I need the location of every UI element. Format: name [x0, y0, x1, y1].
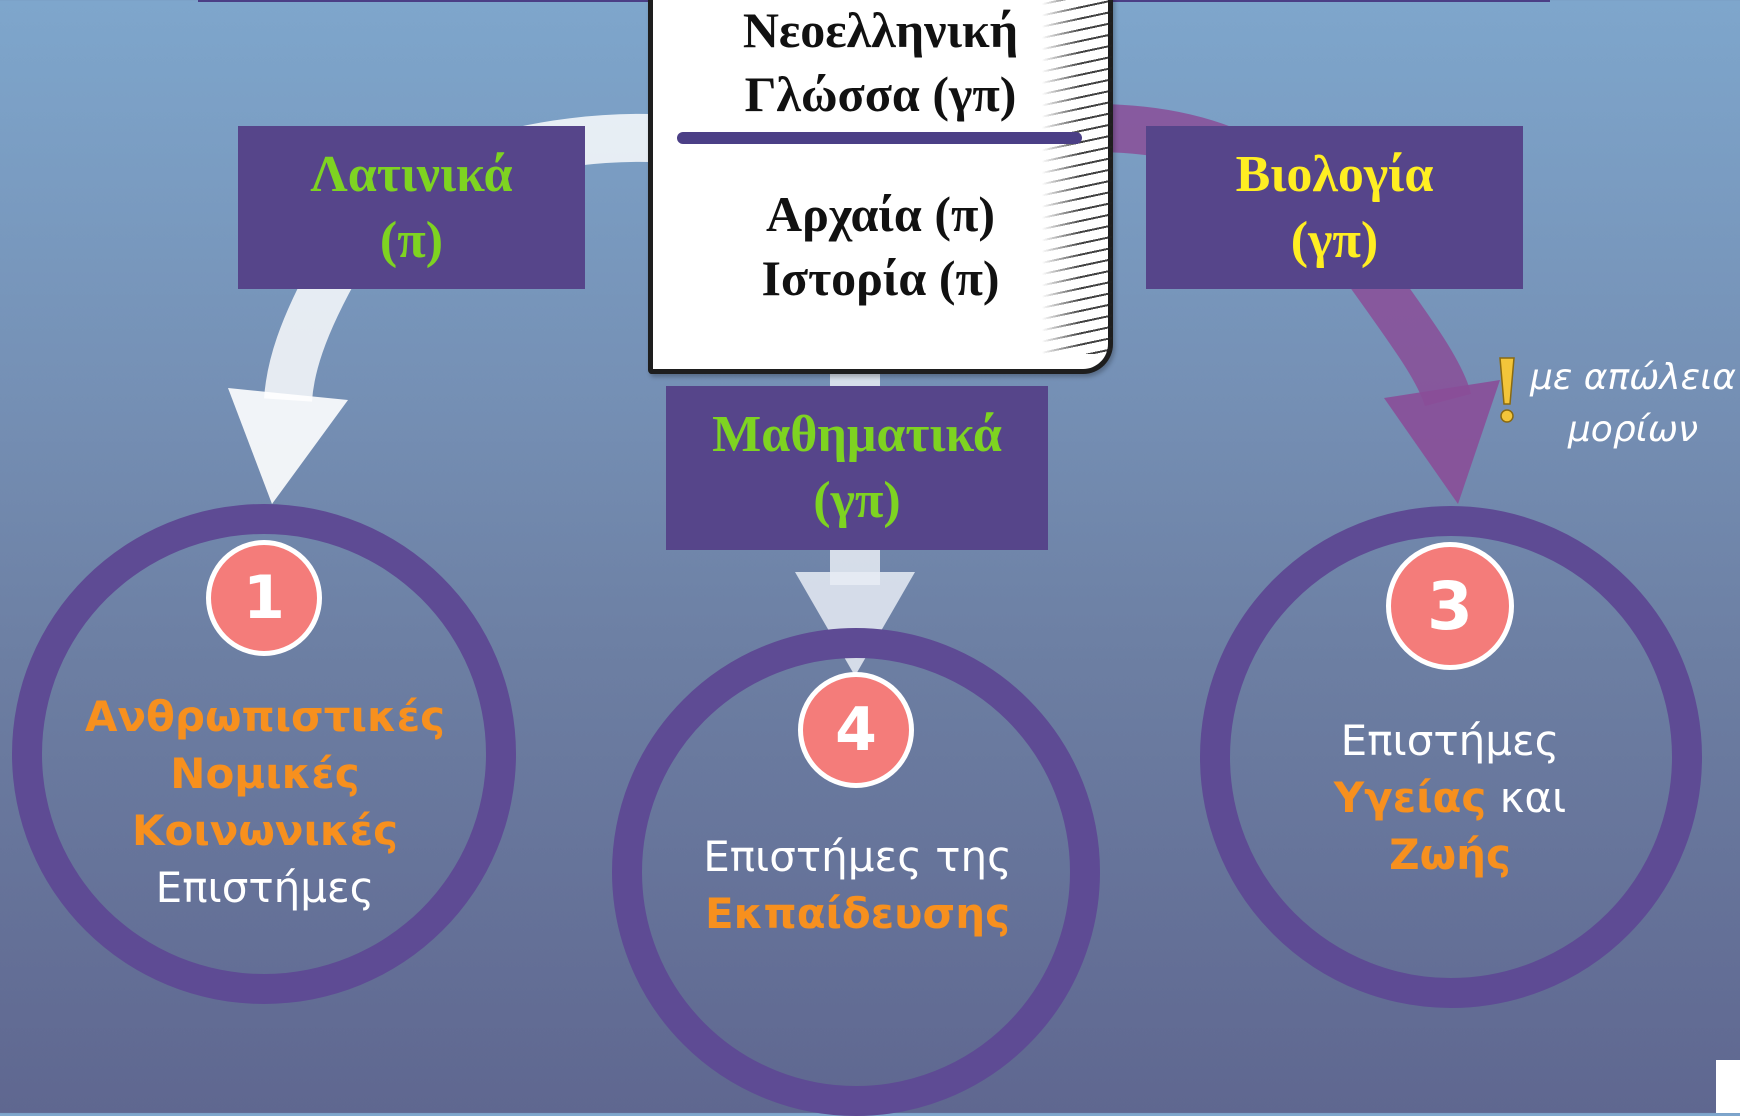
field-3-text: Επιστήμες Υγείας και Ζωής: [1250, 712, 1650, 883]
biology-label-line: (γπ): [1290, 211, 1379, 269]
field-1-highlight: Νομικές: [170, 749, 360, 798]
note-line: μορίων: [1567, 409, 1699, 450]
latin-label-line: (π): [379, 211, 444, 269]
arrow-head-field-4: [795, 572, 915, 676]
arrow-head-field-3: [1384, 380, 1500, 504]
page-divider: [677, 132, 1082, 144]
field-3-highlight: Ζωής: [1389, 830, 1511, 879]
field-3-plain-mid: και: [1486, 773, 1567, 822]
common-subjects-page: Νεοελληνική Γλώσσα (γπ) Αρχαία (π) Ιστορ…: [648, 0, 1113, 374]
field-3-highlight: Υγείας: [1333, 773, 1487, 822]
field-3-line-2: Υγείας και: [1250, 769, 1650, 826]
field-4-plain: Επιστήμες της: [703, 832, 1012, 881]
field-4-highlight: Εκπαίδευσης: [704, 889, 1011, 938]
arrow-head-field-1: [228, 388, 348, 504]
corner-element: [1716, 1060, 1740, 1113]
common-subjects-bottom: Αρχαία (π) Ιστορία (π): [653, 182, 1108, 310]
note-line: με απώλεια: [1529, 357, 1737, 398]
math-label-line: Μαθηματικά: [712, 406, 1002, 463]
page-line: Αρχαία (π): [765, 186, 996, 242]
field-1-text: Ανθρωπιστικές Νομικές Κοινωνικές Επιστήμ…: [60, 688, 470, 916]
biology-label-line: Βιολογία: [1235, 145, 1434, 203]
page-line: Γλώσσα (γπ): [744, 66, 1017, 122]
page-curl-lines: [1042, 0, 1112, 354]
page-line: Νεοελληνική: [742, 2, 1019, 58]
common-subjects-top: Νεοελληνική Γλώσσα (γπ): [653, 0, 1108, 126]
field-1-highlight: Κοινωνικές: [132, 806, 398, 855]
latin-label-line: Λατινικά: [310, 145, 513, 203]
field-1-plain: Επιστήμες: [155, 863, 375, 912]
field-3-badge: 3: [1386, 542, 1514, 670]
math-label: Μαθηματικά (γπ): [666, 386, 1048, 550]
field-1-badge: 1: [206, 540, 322, 656]
field-4-text: Επιστήμες της Εκπαίδευσης: [660, 828, 1055, 942]
field-4-badge: 4: [798, 672, 914, 788]
field-1-highlight: Ανθρωπιστικές: [84, 692, 446, 741]
biology-label: Βιολογία (γπ): [1146, 126, 1523, 289]
exclamation-icon: [1499, 357, 1515, 423]
points-loss-note: με απώλεια μορίων: [1528, 352, 1738, 456]
field-3-plain-top: Επιστήμες: [1340, 716, 1560, 765]
page-line: Ιστορία (π): [761, 250, 1000, 306]
latin-label: Λατινικά (π): [238, 126, 585, 289]
math-label-line: (γπ): [813, 472, 901, 529]
